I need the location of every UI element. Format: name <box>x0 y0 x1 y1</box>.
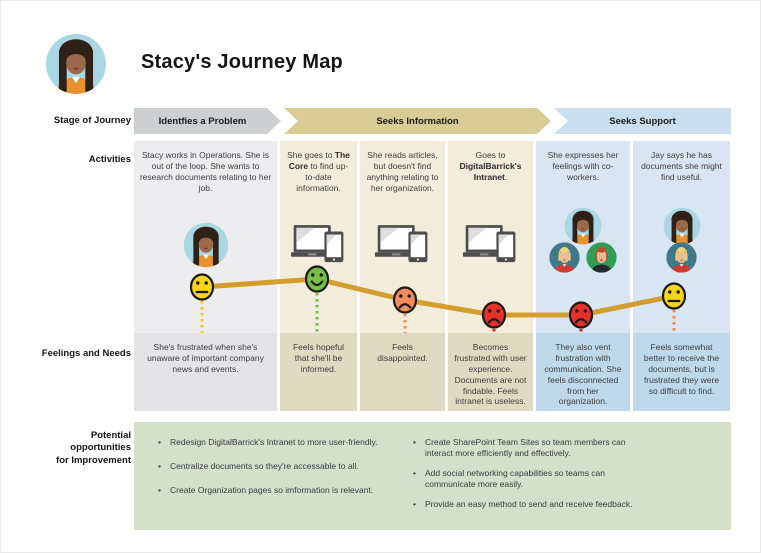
coworker-avatars-group <box>549 207 617 273</box>
activity-text: Goes to DigitalBarrick's Intranet. <box>459 150 522 182</box>
jay-avatars-group <box>663 207 701 273</box>
list-item: •Provide an easy method to send and rece… <box>413 499 633 510</box>
activity-text: She expresses her feelings with co-worke… <box>547 150 619 182</box>
coworker-redhead-avatar-icon <box>586 242 617 273</box>
stage-arrow-identifies-a-problem: Identfies a Problem <box>134 108 281 134</box>
laptop-tablet-icon <box>463 224 519 266</box>
stacy-avatar-icon <box>564 207 602 245</box>
column-reads-articles: She reads articles, but doesn't find any… <box>360 141 445 411</box>
column-expresses-feelings: She expresses her feelings with co-worke… <box>536 141 630 411</box>
improvement-list-left: •Redesign DigitalBarrick's Intranet to m… <box>158 437 403 509</box>
list-item: •Create SharePoint Team Sites so team me… <box>413 437 626 459</box>
improvement-list-right: •Create SharePoint Team Sites so team me… <box>413 437 653 519</box>
improvement-opportunities-panel: •Redesign DigitalBarrick's Intranet to m… <box>134 422 731 530</box>
column-identifies-problem: Stacy works in Operations. She is out of… <box>134 141 277 411</box>
bullet-icon: • <box>413 437 416 447</box>
coworker-blonde-avatar-icon <box>549 242 580 273</box>
column-goes-to-the-core: She goes to The Core to find up-to-date … <box>280 141 357 411</box>
list-item: •Create Organization pages so imformatio… <box>158 485 374 496</box>
bullet-icon: • <box>158 437 161 447</box>
jay-avatar-icon <box>666 242 697 273</box>
feeling-text: Feels hopeful that she'll be informed. <box>280 333 357 411</box>
stacy-avatar-icon <box>183 222 229 268</box>
journey-columns: Stacy works in Operations. She is out of… <box>134 141 731 411</box>
row-label-activities: Activities <box>88 154 131 165</box>
column-goes-to-intranet: Goes to DigitalBarrick's Intranet. Becom… <box>448 141 533 411</box>
bullet-icon: • <box>413 468 416 479</box>
row-label-potential-opportunities: Potential opportunities for Improvement <box>56 430 131 466</box>
laptop-tablet-icon <box>375 224 431 266</box>
activity-text: She goes to The Core to find up-to-date … <box>287 150 350 193</box>
feeling-text: She's frustrated when she's unaware of i… <box>134 333 277 411</box>
stage-of-journey-row: Identfies a Problem Seeks Information Se… <box>134 108 731 134</box>
column-jay-has-documents: Jay says he has documents she might find… <box>633 141 730 411</box>
bullet-icon: • <box>158 485 161 496</box>
row-label-stage-of-journey: Stage of Journey <box>53 115 131 126</box>
stage-arrow-seeks-information: Seeks Information <box>284 108 551 134</box>
feeling-text: Feels somewhat better to receive the doc… <box>633 333 730 411</box>
feeling-text: They also vent frustration with communic… <box>536 333 630 411</box>
activity-text: Stacy works in Operations. She is out of… <box>139 150 272 193</box>
page-title: Stacy's Journey Map <box>141 51 343 73</box>
activity-text: Jay says he has documents she might find… <box>641 150 722 182</box>
stacy-avatar-icon <box>45 33 107 95</box>
stage-arrow-seeks-support: Seeks Support <box>554 108 731 134</box>
list-item: •Redesign DigitalBarrick's Intranet to m… <box>158 437 378 447</box>
laptop-tablet-icon <box>291 224 347 266</box>
feeling-text: Feels disappointed. <box>360 333 445 411</box>
list-item: •Centralize documents so they're accessa… <box>158 461 359 472</box>
feeling-text: Becomes frustrated with user experience.… <box>448 333 533 411</box>
list-item: •Add social networking capabilities so t… <box>413 468 606 490</box>
activity-text: She reads articles, but doesn't find any… <box>366 150 439 193</box>
bullet-icon: • <box>413 499 416 510</box>
row-label-feelings-and-needs: Feelings and Needs <box>41 348 131 359</box>
bullet-icon: • <box>158 461 161 472</box>
stacy-avatar-icon <box>663 207 701 245</box>
